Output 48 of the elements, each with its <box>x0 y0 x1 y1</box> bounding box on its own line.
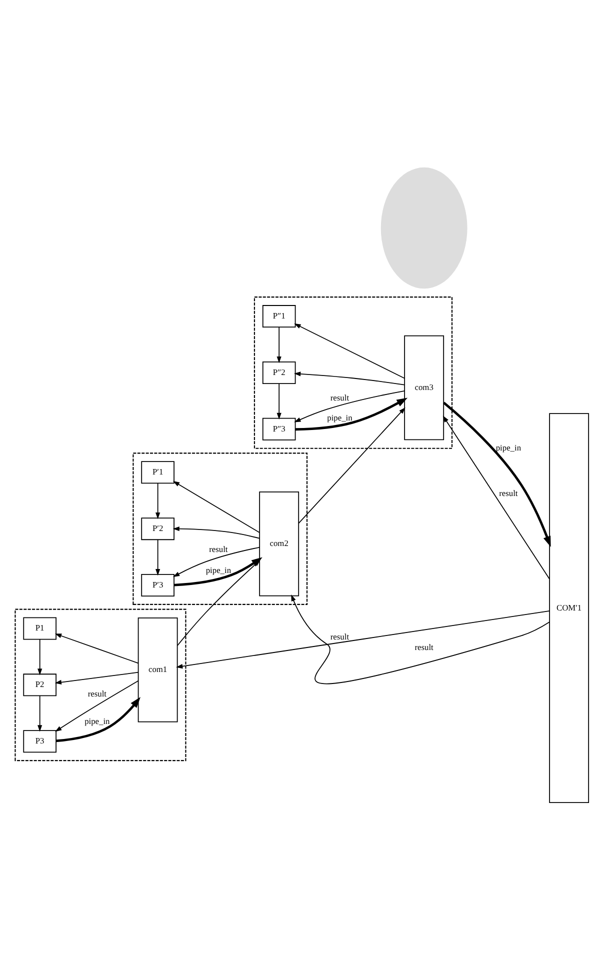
cluster <box>14 608 186 761</box>
node-box: P′3 <box>141 574 174 596</box>
node-box: P1 <box>23 616 56 640</box>
arrow <box>294 322 405 378</box>
edge-label: pipe_in <box>206 565 232 574</box>
arrow <box>294 371 405 385</box>
arrow <box>156 538 160 576</box>
node-ellipse <box>380 166 468 288</box>
edge-label: result <box>330 392 350 402</box>
arrow <box>156 482 160 519</box>
edge-label: pipe_in <box>84 716 110 726</box>
arrow <box>443 401 551 547</box>
edge-label: pipe_in <box>327 412 352 422</box>
edge-label: result <box>330 632 350 641</box>
node-box: P2 <box>23 673 56 696</box>
arrow <box>172 526 260 538</box>
arrow <box>298 406 406 524</box>
arrow <box>276 326 282 363</box>
node-box: P′2 <box>141 517 174 540</box>
arrow <box>291 594 550 684</box>
node-box: P″1 <box>262 304 296 328</box>
edge-label: result <box>414 642 434 652</box>
node-box: P3 <box>23 730 56 752</box>
arrow <box>56 696 140 742</box>
arrow <box>442 415 550 579</box>
node-box: P′1 <box>141 460 174 484</box>
edge-label: result <box>88 688 106 698</box>
edge-label: result <box>209 544 228 554</box>
arrow <box>176 610 550 668</box>
cluster <box>254 296 453 448</box>
node-box: com2 <box>259 490 300 596</box>
arrow <box>294 390 405 422</box>
arrow <box>54 671 139 684</box>
arrow <box>172 480 260 532</box>
edge-label: result <box>499 488 518 498</box>
edge-label: pipe_in <box>496 442 522 452</box>
arrow <box>38 638 42 675</box>
node-box: COM′1 <box>549 412 590 803</box>
node-box: com3 <box>404 334 444 440</box>
arrow <box>276 382 282 419</box>
node-box: P″3 <box>262 417 296 440</box>
arrow <box>38 694 42 732</box>
arrow <box>55 680 139 732</box>
arrow <box>295 397 408 430</box>
node-box: P″2 <box>262 360 296 384</box>
node-box: com1 <box>138 617 178 722</box>
cluster <box>132 452 308 605</box>
arrow <box>54 633 139 664</box>
